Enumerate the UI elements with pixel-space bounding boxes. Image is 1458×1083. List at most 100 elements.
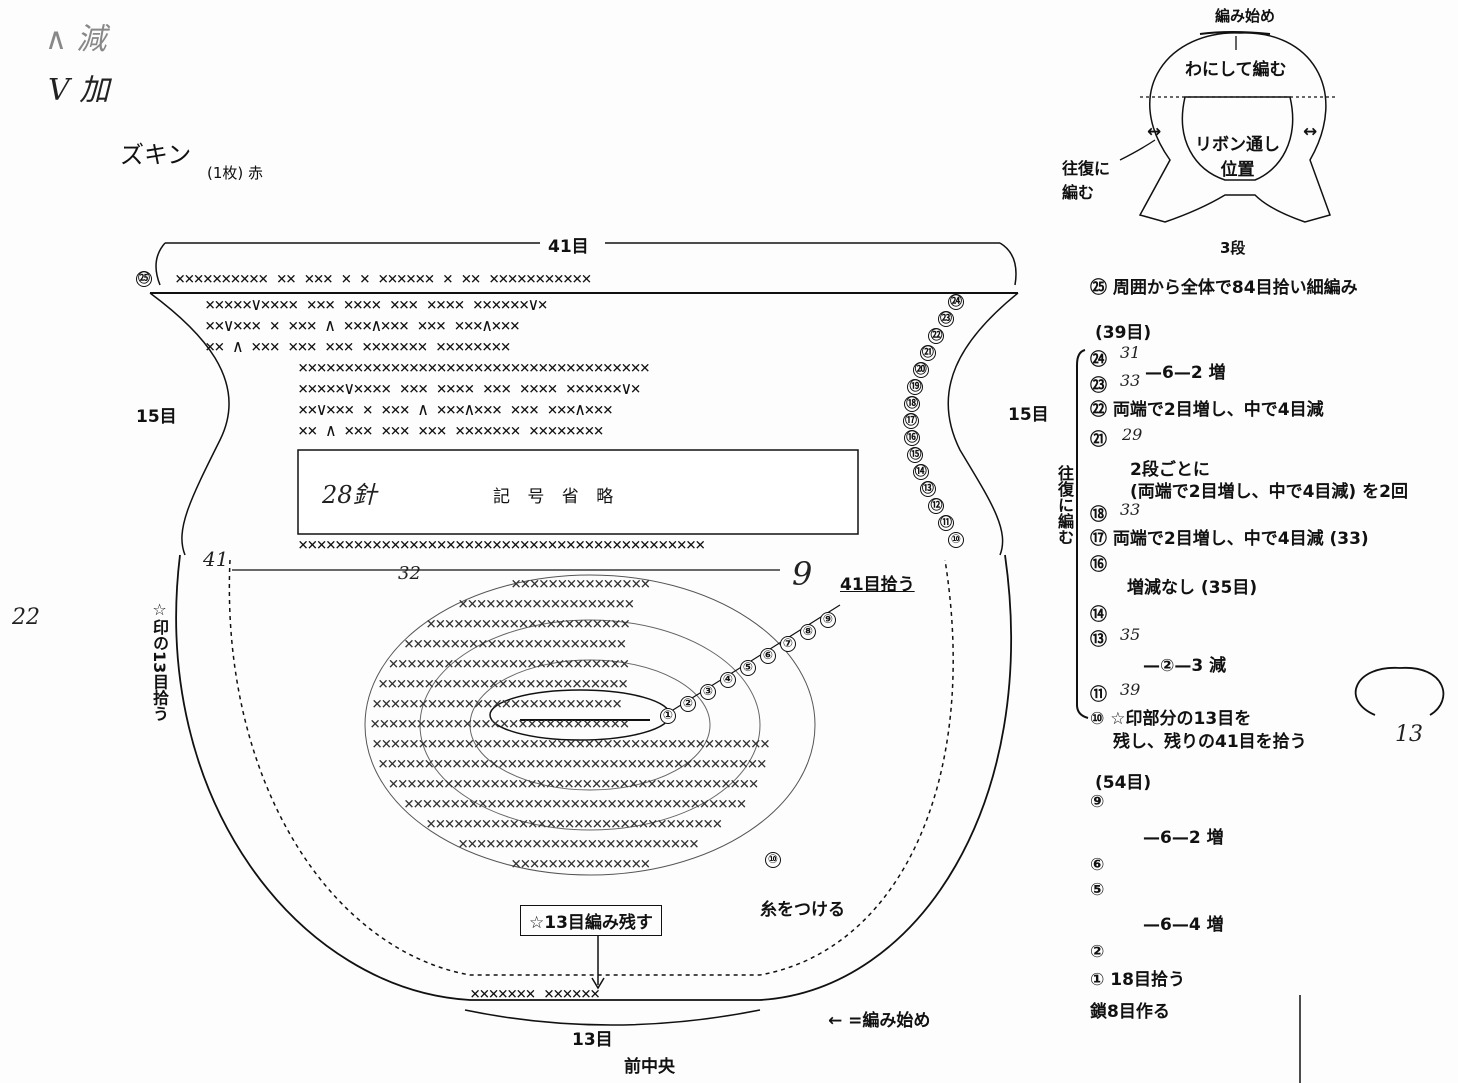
oval-stitch-row: ××××××××××××××× (511, 854, 651, 874)
stitch-row: ×××××∨×××× ××× ×××× ××× ×××× ××××××∨× (298, 379, 641, 399)
stitch-row-front: ××××××× ×××××× (470, 984, 600, 1004)
stitch-row: ×××××∨×××× ××× ×××× ××× ×××× ××××××∨× (205, 295, 548, 315)
instr-r18-21b: (両端で2目増し、中で4目減) を2回 (1130, 482, 1408, 502)
oval-stitch-row: ××××××××××××××××××× (458, 594, 634, 614)
right-side (947, 292, 1019, 556)
oval-stitch-row: ××××××××××××××××××××××××××× (371, 694, 622, 714)
stitch-row: ×××××××××××××××××××××××××××××××××××××× (298, 358, 650, 378)
note-32: 32 (398, 563, 421, 584)
instr-r14-16: 増減なし (35目) (1127, 578, 1258, 598)
attach-yarn-label: 糸をつける (760, 900, 845, 920)
bowl-dashed (228, 559, 954, 976)
round-label-4: ④ (720, 672, 736, 688)
row-label-10: ⑩ (948, 532, 964, 548)
instr-r22: ㉒ 両端で2目増し、中で4目減 (1090, 400, 1324, 420)
page-title: ズキン (120, 141, 192, 169)
omit-label: 記 号 省 略 (493, 487, 620, 507)
round-label-3: ③ (700, 684, 716, 700)
instr-r16: ⑯ (1090, 555, 1107, 575)
stitch-row: ××∨××× × ××× ∧ ×××∧××× ××× ×××∧××× (205, 316, 520, 336)
pick-41-label: 41目拾う (840, 575, 915, 595)
left-side (149, 292, 230, 556)
instr-chain: 鎖8目作る (1090, 1002, 1170, 1022)
back-forth-bracket (1076, 349, 1089, 719)
mini-3rows-label: 3段 (1220, 239, 1246, 257)
oval-stitch-row: ×××××××××××××××××××××××××××××××××××××××× (388, 774, 758, 794)
instr-r21: ㉑ (1090, 430, 1107, 450)
title-sub: (1枚) 赤 (207, 164, 264, 182)
stitch-row: ××∨××× × ××× ∧ ×××∧××× ××× ×××∧××× (298, 400, 613, 420)
row-label-21: ㉑ (919, 345, 936, 361)
instr-n33a: 33 (1120, 371, 1141, 390)
instr-r9: ⑨ (1090, 792, 1105, 812)
oval-stitch-row: ×××××××××××××××××××××××××××× (370, 714, 630, 734)
instr-r23-24: —6—2 増 (1145, 363, 1226, 383)
oval-stitch-row: ××××××××××××××× (511, 574, 651, 594)
top-width-label: 41目 (548, 237, 589, 257)
instr-r11-13: —②—3 減 (1143, 656, 1227, 676)
round-label-7: ⑦ (780, 636, 796, 652)
mini-back-forth-label: 往復に編む (1062, 159, 1111, 202)
note-22: 22 (12, 605, 40, 630)
instr-r17: ⑰ 両端で2目増し、中で4目減 (33) (1090, 529, 1369, 549)
stitch-row: ×× ∧ ××× ××× ××× ××××××× ×××××××× (205, 337, 511, 357)
loop-sketch (1354, 667, 1445, 716)
oval-stitch-row: ×××××××××××××××××××××××× (403, 634, 627, 654)
instr-r10b: 残し、残りの41目を拾う (1113, 732, 1307, 752)
note-decrease: ∧ 減 (45, 22, 107, 57)
leave-13-box: ☆13目編み残す (520, 905, 662, 936)
note-9: 9 (792, 555, 813, 593)
stitch-row-bottom: ××××××××××××××××××××××××××××××××××××××××… (298, 535, 705, 555)
bowl-outline (175, 554, 1013, 1001)
row-label-19: ⑲ (907, 379, 924, 395)
instr-r14: ⑭ (1090, 605, 1107, 625)
row-label-17: ⑰ (903, 413, 919, 429)
instr-r18-21a: 2段ごとに (1130, 460, 1210, 480)
round-label-8: ⑧ (800, 624, 816, 640)
pick-star13-label: ☆印の13目拾う (150, 600, 169, 722)
oval-stitch-row: ×××××××××××××××××××××××××× (458, 834, 699, 854)
oval-stitch-row: ×××××××××××××××××××××××××× (388, 654, 629, 674)
instr-r2: ② (1090, 942, 1105, 962)
mini-ribbon-outline (1181, 96, 1294, 181)
row-label-24: ㉔ (948, 294, 964, 310)
instr-side-vert: 往復に編む (1055, 465, 1074, 545)
row-label-15: ⑮ (907, 447, 924, 463)
note-increase: V 加 (48, 73, 110, 108)
note-41: 41 (203, 547, 229, 571)
instr-r10a: ⑩ ☆印部分の13目を (1090, 709, 1252, 729)
round-25-marker: ㉕ (136, 271, 152, 287)
instr-n35: 35 (1120, 625, 1141, 644)
note-13: 13 (1395, 722, 1423, 747)
round-label-9: ⑨ (820, 612, 836, 628)
mini-hood-outline (1138, 32, 1331, 223)
oval-stitch-row: ××××××××××××××××××××××××××××××××××××× (403, 794, 747, 814)
row-label-12: ⑫ (928, 498, 945, 514)
mini-arrow-right: ↔ (1303, 122, 1318, 142)
instr-r2-5: —6—4 増 (1143, 915, 1224, 935)
side-left-label: 15目 (136, 407, 177, 427)
bottom-width-label: 13目 (572, 1030, 613, 1050)
row-label-14: ⑭ (912, 464, 929, 480)
oval-ring-outer (364, 574, 816, 876)
round-label-6: ⑥ (760, 648, 776, 664)
oval-stitch-row: ××××××××××××××××××××××××××××××××××××××××… (371, 734, 770, 754)
instr-r18: ⑱ (1090, 505, 1107, 525)
oval-stitch-row: ×××××××××××××××××××××× (426, 614, 630, 634)
instr-r11: ⑪ (1090, 685, 1107, 705)
mini-arrow-left: ↔ (1147, 122, 1162, 142)
round-label-1: ① (660, 708, 676, 724)
oval-stitch-row: ××××××××××××××××××××××××××× (377, 674, 628, 694)
stitch-row-top: ×××××××××× ×× ××× × × ×××××× × ×× ××××××… (175, 269, 592, 289)
instr-r1: ① 18目拾う (1090, 970, 1185, 990)
oval-stitch-row: ××××××××××××××××××××××××××××××××××××××××… (377, 754, 767, 774)
omit-box (297, 449, 859, 535)
instr-n39: 39 (1120, 680, 1141, 699)
row-label-11: ⑪ (937, 515, 954, 531)
round-label-5: ⑤ (740, 660, 756, 676)
instr-r6-9: —6—2 増 (1143, 828, 1224, 848)
side-right-label: 15目 (1008, 405, 1049, 425)
instr-r5: ⑤ (1090, 880, 1105, 900)
instr-count54: (54目) (1095, 773, 1152, 793)
